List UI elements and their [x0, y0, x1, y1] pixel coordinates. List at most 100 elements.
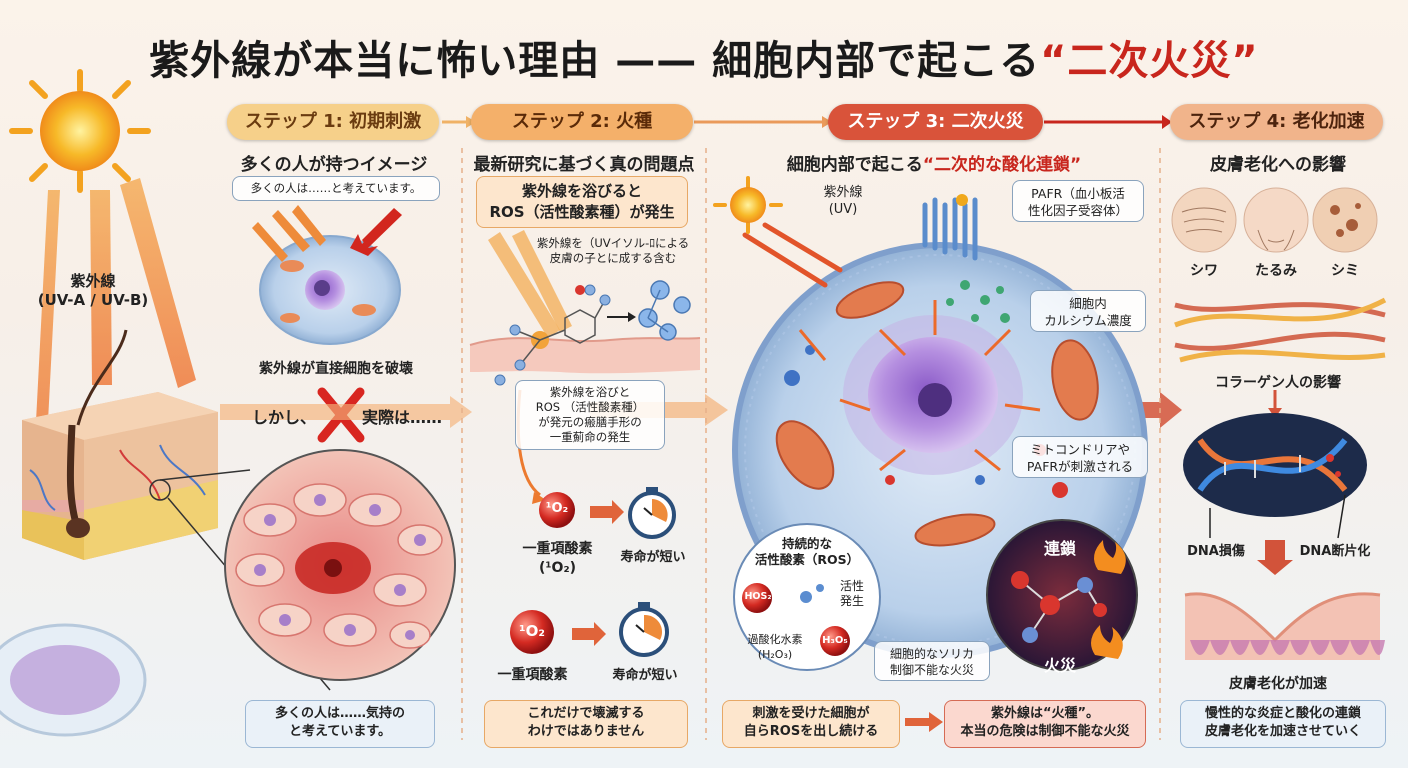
uncontrolled-line1: 細胞的なソリカ [889, 647, 974, 661]
col2-heading: 最新研究に基づく真の問題点 [473, 155, 695, 175]
dna-frag-label: DNA断片化 [1299, 544, 1371, 559]
col3-bottom-right-box: 紫外線は“火種”。 本当の危険は制御不能な火災 [944, 700, 1146, 748]
face-wrinkle-icon [1171, 187, 1237, 253]
active-label: 活性 発生 [830, 579, 874, 609]
col4-heading: 皮膚老化への影響 [1210, 155, 1346, 175]
page-title: 紫外線が本当に怖い理由 —— 細胞内部で起こる“二次火災” [0, 28, 1408, 86]
uv-label-line1: 紫外線 [70, 272, 116, 290]
face-spot-icon [1312, 187, 1378, 253]
dna-damage-label: DNA損傷 [1187, 544, 1245, 559]
col2-note2-line4: 一重薊命の発生 [549, 430, 631, 444]
col1-caption: 紫外線が直接細胞を破壊 [259, 361, 413, 377]
col2-bottom-box: これだけで壊滅する わけではありません [484, 700, 688, 748]
col1-cell [252, 205, 402, 345]
short-life-1: 寿命が短い [620, 550, 686, 565]
col3-uv-line1: 紫外線 [823, 185, 863, 200]
col3-bottom-left-box: 刺激を受けた細胞が 自らROSを出し続ける [722, 700, 900, 748]
uv-label: 紫外線 (UV-A / UV-B) [28, 270, 158, 309]
col4-bottom-line2: 皮膚老化を加速させていく [1204, 724, 1361, 739]
mito-label: ミトコンドリアや PAFRが刺激される [1012, 436, 1148, 478]
col2-note1-line2: 皮膚の子とに成する含む [549, 251, 677, 265]
col2-note1: 紫外線を（UVイソル-ﾛによる 皮膚の子とに成する含む [528, 236, 698, 266]
col2-box-line1: 紫外線を浴びると [521, 182, 642, 200]
col3-bottom-left-line1: 刺激を受けた細胞が [752, 706, 870, 721]
pafr-label: PAFR（血小板活 性化因子受容体） [1012, 180, 1144, 222]
face-sag-icon [1243, 187, 1309, 253]
arrow-to-stopwatch-2 [572, 622, 606, 646]
ros-title-line1: 持続的な [781, 536, 832, 551]
singlet-label-1-name: 一重項酸素 [522, 541, 593, 557]
step-1-pill: ステップ 1: 初期刺激 [227, 104, 439, 140]
pafr-receptor [922, 194, 978, 261]
singlet-label-1: 一重項酸素 (¹O₂) [505, 540, 610, 578]
col3-heading-main: 細胞内部で起こる [786, 155, 923, 175]
col3-uv-line2: (UV) [828, 202, 858, 217]
col3-bottom-left-line2: 自らROSを出し続ける [743, 724, 879, 739]
skin-zoom-circle [224, 449, 456, 681]
calcium-line2: カルシウム濃度 [1044, 313, 1132, 328]
flow-arrow-3 [1140, 392, 1182, 428]
col2-note2-line1: 紫外線を浴びと [549, 385, 631, 399]
aging-skin-illustration [1184, 592, 1385, 660]
col1-bottom-line1: 多くの人は……気持の [274, 706, 405, 721]
calcium-line1: 細胞内 [1069, 296, 1107, 311]
col4-bottom-line1: 慢性的な炎症と酸化の連鎖 [1204, 706, 1361, 721]
pafr-line1: PAFR（血小板活 [1031, 186, 1125, 201]
stopwatch-icon [619, 602, 669, 657]
active-line2: 発生 [839, 594, 864, 608]
calcium-label: 細胞内 カルシウム濃度 [1030, 290, 1146, 332]
uv-label-line2: (UV-A / UV-B) [37, 291, 149, 309]
uv-beams [34, 178, 196, 460]
skin-cross-section [22, 329, 218, 560]
mito-line2: PAFRが刺激される [1026, 459, 1134, 474]
sun-icon [9, 69, 151, 193]
col1-bottom-line2: と考えています。 [288, 724, 392, 739]
o2-symbol-1: ¹O₂ [545, 501, 569, 516]
col2-molecule-scene [469, 230, 701, 504]
uncontrolled-label: 細胞的なソリカ 制御不能な火災 [874, 641, 990, 681]
wrinkle-label: シワ [1190, 263, 1218, 279]
col3-bottom-right-line1: 紫外線は“火種”。 [990, 706, 1100, 721]
step-3-pill: ステップ 3: 二次火災 [828, 104, 1043, 140]
collagen-fibers [1174, 297, 1387, 363]
h2o2-line1: 過酸化水素 [747, 633, 803, 646]
col3-heading: 細胞内部で起こる“二次的な酸化連鎖” [712, 150, 1156, 175]
singlet-label-1-sub: (¹O₂) [539, 560, 576, 576]
petri-dish-decoration [0, 623, 147, 737]
col4-bottom-box: 慢性的な炎症と酸化の連鎖 皮膚老化を加速させていく [1180, 700, 1386, 748]
step-2-pill: ステップ 2: 火種 [471, 104, 693, 140]
col1-bottom-box: 多くの人は……気持の と考えています。 [245, 700, 435, 748]
col1-heading: 多くの人が持つイメージ [240, 155, 428, 175]
uncontrolled-line2: 制御不能な火災 [889, 663, 974, 677]
h2o2-label: 過酸化水素 (H₂O₃) [740, 632, 810, 662]
col2-note2-line3: が発元の瘢膳手形の [538, 415, 642, 429]
col3-uv-label: 紫外線 (UV) [808, 184, 878, 218]
col2-bottom-line2: わけではありません [527, 724, 645, 739]
however-text: しかし、 [252, 408, 317, 427]
col2-note2: 紫外線を浴びと ROS （活性酸素種） が発元の瘢膳手形の 一重薊命の発生 [515, 380, 665, 450]
sag-label: たるみ [1255, 263, 1297, 279]
down-arrow [1257, 540, 1293, 575]
col2-box-line2: ROS（活性酸素種）が発生 [489, 203, 675, 221]
chain-label: 連鎖 [1043, 539, 1076, 558]
ros-inset-circle [733, 523, 881, 671]
collagen-label: コラーゲン人の影響 [1215, 375, 1341, 391]
singlet-oxygen-ball-2 [510, 610, 554, 654]
short-life-2: 寿命が短い [612, 668, 678, 683]
title-highlight: “二次火災” [1040, 38, 1259, 84]
h3o5-label: H₃O₅ [822, 635, 848, 646]
ros-title-line2: 活性酸素（ROS） [754, 552, 860, 567]
flow-arrow-1 [220, 396, 472, 428]
title-main: 紫外線が本当に怖い理由 —— 細胞内部で起こる [149, 38, 1041, 84]
ros-title: 持続的な 活性酸素（ROS） [750, 536, 864, 568]
sun-icon [713, 176, 783, 234]
o2-symbol-2: ¹O₂ [519, 622, 545, 640]
col2-bottom-line1: これだけで壊滅する [527, 706, 645, 721]
actually-text: 実際は…… [362, 408, 443, 427]
col2-note1-line1: 紫外線を（UVイソル-ﾛによる [536, 236, 690, 250]
col2-top-box: 紫外線を浴びると ROS（活性酸素種）が発生 [476, 176, 688, 228]
h2o2-line2: (H₂O₃) [757, 648, 793, 661]
mito-line1: ミトコンドリアや [1029, 442, 1130, 457]
fire-label: 火災 [1043, 656, 1076, 675]
stopwatch-icon [628, 487, 676, 539]
